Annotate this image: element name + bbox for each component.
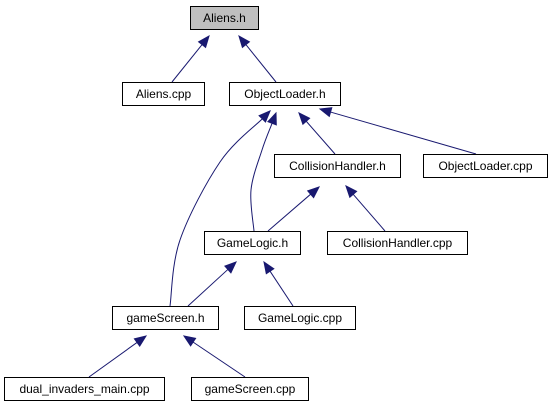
node-collisionhandler-cpp[interactable]: CollisionHandler.cpp xyxy=(327,231,468,255)
edges-layer xyxy=(88,34,477,378)
node-box xyxy=(112,306,219,330)
node-box xyxy=(244,306,356,330)
node-aliens-cpp[interactable]: Aliens.cpp xyxy=(122,82,205,106)
edge-objectloader-h-to-aliens-h xyxy=(238,34,277,83)
node-box xyxy=(122,82,205,106)
node-label: ObjectLoader.cpp xyxy=(438,159,532,173)
node-label: GameLogic.cpp xyxy=(258,311,342,325)
arrowhead xyxy=(258,110,271,123)
edge-objectloader-cpp-to-objectloader-h xyxy=(318,107,477,155)
node-box xyxy=(423,154,548,178)
edge-line xyxy=(88,342,138,378)
node-label: gameScreen.h xyxy=(126,311,204,325)
node-label: Aliens.h xyxy=(203,11,246,25)
edge-line xyxy=(305,120,336,155)
node-dual-invaders-main-cpp[interactable]: dual_invaders_main.cpp xyxy=(4,377,165,401)
edge-dual-invaders-main-cpp-to-gamescreen-h xyxy=(88,335,148,378)
arrowhead xyxy=(238,34,251,49)
node-label: ObjectLoader.h xyxy=(244,87,325,101)
node-label: GameLogic.h xyxy=(217,236,288,250)
node-box xyxy=(190,6,259,30)
arrowhead xyxy=(267,111,277,126)
node-gamescreen-h[interactable]: gameScreen.h xyxy=(112,306,219,330)
edge-collisionhandler-cpp-to-collisionhandler-h xyxy=(345,184,386,232)
node-objectloader-cpp[interactable]: ObjectLoader.cpp xyxy=(423,154,548,178)
arrowhead xyxy=(263,260,275,275)
edge-gamescreen-h-to-gamelogic-h xyxy=(187,261,237,307)
edge-line xyxy=(267,193,311,232)
edge-line xyxy=(250,123,273,232)
edge-line xyxy=(187,269,229,307)
edge-collisionhandler-h-to-objectloader-h xyxy=(298,112,336,155)
node-aliens-h: Aliens.h xyxy=(190,6,259,30)
node-collisionhandler-h[interactable]: CollisionHandler.h xyxy=(274,154,401,178)
arrowhead xyxy=(197,34,210,49)
edge-gamelogic-h-to-objectloader-h xyxy=(250,111,277,232)
edge-line xyxy=(352,193,386,232)
node-gamescreen-cpp[interactable]: gameScreen.cpp xyxy=(191,377,309,401)
edge-line xyxy=(245,44,277,83)
node-gamelogic-h[interactable]: GameLogic.h xyxy=(204,231,301,255)
node-label: CollisionHandler.cpp xyxy=(343,236,453,250)
node-box xyxy=(204,231,301,255)
arrowhead xyxy=(318,107,333,118)
arrowhead xyxy=(298,112,311,126)
edge-gamescreen-h-to-objectloader-h xyxy=(169,110,271,307)
node-label: Aliens.cpp xyxy=(136,87,192,101)
edge-gamelogic-cpp-to-gamelogic-h xyxy=(263,260,294,307)
node-objectloader-h[interactable]: ObjectLoader.h xyxy=(229,82,341,106)
arrowhead xyxy=(345,184,358,199)
edge-gamescreen-cpp-to-gamescreen-h xyxy=(182,335,246,378)
arrowhead xyxy=(306,186,321,199)
edge-line xyxy=(169,118,263,307)
edge-line xyxy=(330,111,477,155)
node-box xyxy=(327,231,468,255)
arrowhead xyxy=(182,335,197,347)
arrowhead xyxy=(133,335,148,347)
node-box xyxy=(274,154,401,178)
node-label: CollisionHandler.h xyxy=(289,159,386,173)
edge-aliens-cpp-to-aliens-h xyxy=(171,34,210,83)
node-box xyxy=(191,377,309,401)
node-label: dual_invaders_main.cpp xyxy=(19,382,149,396)
edge-line xyxy=(192,341,246,378)
edge-line xyxy=(269,270,294,307)
edge-gamelogic-h-to-collisionhandler-h xyxy=(267,186,321,232)
node-box xyxy=(229,82,341,106)
node-label: gameScreen.cpp xyxy=(205,382,296,396)
node-box xyxy=(4,377,165,401)
arrowhead xyxy=(224,261,237,274)
node-gamelogic-cpp[interactable]: GameLogic.cpp xyxy=(244,306,356,330)
edge-line xyxy=(171,44,203,83)
